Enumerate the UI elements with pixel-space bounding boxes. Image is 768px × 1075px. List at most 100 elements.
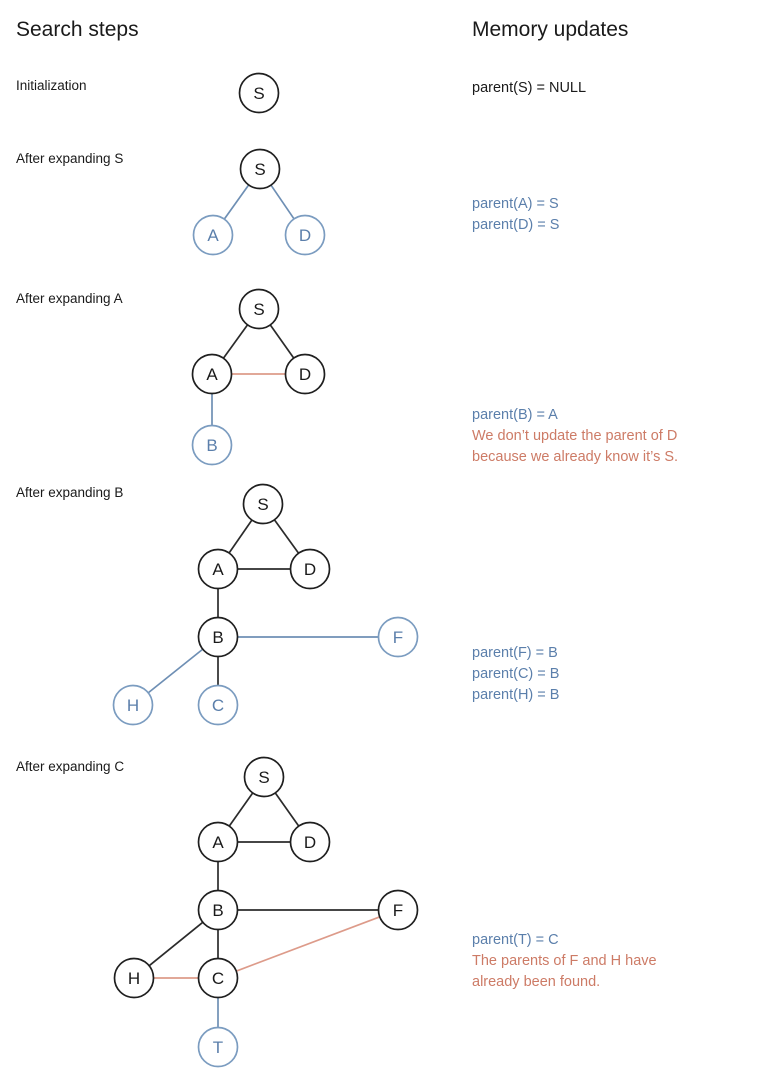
node-circle-T[interactable] <box>197 1026 239 1068</box>
node-circle-D[interactable] <box>289 821 331 863</box>
graph-node-D[interactable]: D <box>289 548 331 590</box>
node-label-A: A <box>212 560 224 579</box>
graph-node-A[interactable]: A <box>192 214 234 256</box>
node-circle-B[interactable] <box>197 889 239 931</box>
graph-node-S[interactable]: S <box>239 148 281 190</box>
graph-node-A[interactable]: A <box>197 821 239 863</box>
graph-node-A[interactable]: A <box>191 353 233 395</box>
node-circle-S[interactable] <box>242 483 284 525</box>
step-label-after-expanding-a: After expanding A <box>16 291 123 306</box>
node-label-S: S <box>258 768 269 787</box>
node-label-B: B <box>212 628 223 647</box>
graph-node-D[interactable]: D <box>284 353 326 395</box>
column-header-memory-updates: Memory updates <box>472 18 629 41</box>
memory-block-initialization: parent(S) = NULL <box>472 78 586 99</box>
step-label-after-expanding-s: After expanding S <box>16 151 124 166</box>
node-label-H: H <box>128 969 140 988</box>
memory-line: parent(T) = C <box>472 932 559 948</box>
step-label-after-expanding-b: After expanding B <box>16 485 124 500</box>
step-label-after-expanding-c: After expanding C <box>16 759 125 774</box>
node-circle-S[interactable] <box>243 756 285 798</box>
node-label-A: A <box>207 226 219 245</box>
node-label-D: D <box>299 226 311 245</box>
graph-edge-S-D <box>269 184 296 220</box>
graph-edge-B-H <box>148 921 204 967</box>
graph-edge-S-A <box>228 519 253 554</box>
node-circle-A[interactable] <box>197 821 239 863</box>
node-circle-A[interactable] <box>192 214 234 256</box>
graph-node-A[interactable]: A <box>197 548 239 590</box>
node-circle-S[interactable] <box>239 148 281 190</box>
node-label-C: C <box>212 696 224 715</box>
memory-line: parent(D) = S <box>472 217 560 233</box>
graph-node-D[interactable]: D <box>284 214 326 256</box>
node-circle-H[interactable] <box>113 957 155 999</box>
node-circle-C[interactable] <box>197 684 239 726</box>
step-label-initialization: Initialization <box>16 78 87 93</box>
graph-node-S[interactable]: S <box>243 756 285 798</box>
node-label-F: F <box>393 901 403 920</box>
node-label-S: S <box>257 495 268 514</box>
memory-line: parent(B) = A <box>472 407 558 423</box>
node-circle-S[interactable] <box>238 72 280 114</box>
node-circle-S[interactable] <box>238 288 280 330</box>
node-label-S: S <box>253 300 264 319</box>
edge-group <box>148 792 381 1028</box>
graph-edge-S-D <box>273 518 300 555</box>
edge-group <box>223 183 296 221</box>
graph-edge-S-D <box>274 792 300 827</box>
node-circle-F[interactable] <box>377 889 419 931</box>
edge-group <box>147 518 379 694</box>
node-label-B: B <box>206 436 217 455</box>
graph-node-T[interactable]: T <box>197 1026 239 1068</box>
graph-node-C[interactable]: C <box>197 957 239 999</box>
memory-line: parent(H) = B <box>472 687 560 703</box>
memory-line: parent(C) = B <box>472 666 560 682</box>
memory-line: already been found. <box>472 974 601 990</box>
graph-after-expanding-b: S A D B F H C <box>112 483 419 726</box>
graph-node-H[interactable]: H <box>113 957 155 999</box>
graph-node-S[interactable]: S <box>242 483 284 525</box>
graph-initialization: S <box>238 72 280 114</box>
graph-edge-C-F <box>235 915 381 973</box>
node-circle-C[interactable] <box>197 957 239 999</box>
node-label-S: S <box>254 160 265 179</box>
node-circle-B[interactable] <box>197 616 239 658</box>
column-header-search-steps: Search steps <box>16 18 139 41</box>
graph-after-expanding-c: S A D B F H CT <box>113 756 419 1068</box>
graph-edge-S-A <box>228 792 254 827</box>
node-circle-A[interactable] <box>197 548 239 590</box>
graph-after-expanding-s: S A D <box>192 148 326 256</box>
graph-node-D[interactable]: D <box>289 821 331 863</box>
graph-node-F[interactable]: F <box>377 889 419 931</box>
graph-node-H[interactable]: H <box>112 684 154 726</box>
graph-after-expanding-a: S A D B <box>191 288 326 466</box>
memory-line: We don’t update the parent of D <box>472 428 678 444</box>
node-label-A: A <box>212 833 224 852</box>
graph-node-S[interactable]: S <box>238 288 280 330</box>
node-circle-F[interactable] <box>377 616 419 658</box>
edge-group <box>211 323 295 426</box>
graph-node-S[interactable]: S <box>238 72 280 114</box>
node-circle-B[interactable] <box>191 424 233 466</box>
memory-line: parent(S) = NULL <box>472 80 587 96</box>
graph-node-F[interactable]: F <box>377 616 419 658</box>
graph-node-C[interactable]: C <box>197 684 239 726</box>
graph-node-B[interactable]: B <box>197 616 239 658</box>
node-circle-D[interactable] <box>289 548 331 590</box>
node-label-B: B <box>212 901 223 920</box>
node-label-D: D <box>299 365 311 384</box>
graph-edge-S-D <box>269 324 295 359</box>
node-circle-D[interactable] <box>284 214 326 256</box>
node-circle-A[interactable] <box>191 353 233 395</box>
node-label-F: F <box>393 628 403 647</box>
graph-node-B[interactable]: B <box>191 424 233 466</box>
graph-node-B[interactable]: B <box>197 889 239 931</box>
memory-block-after-expanding-a: parent(B) = A We don’t update the parent … <box>472 405 678 468</box>
memory-line: because we already know it’s S. <box>472 449 679 465</box>
node-circle-D[interactable] <box>284 353 326 395</box>
node-circle-H[interactable] <box>112 684 154 726</box>
